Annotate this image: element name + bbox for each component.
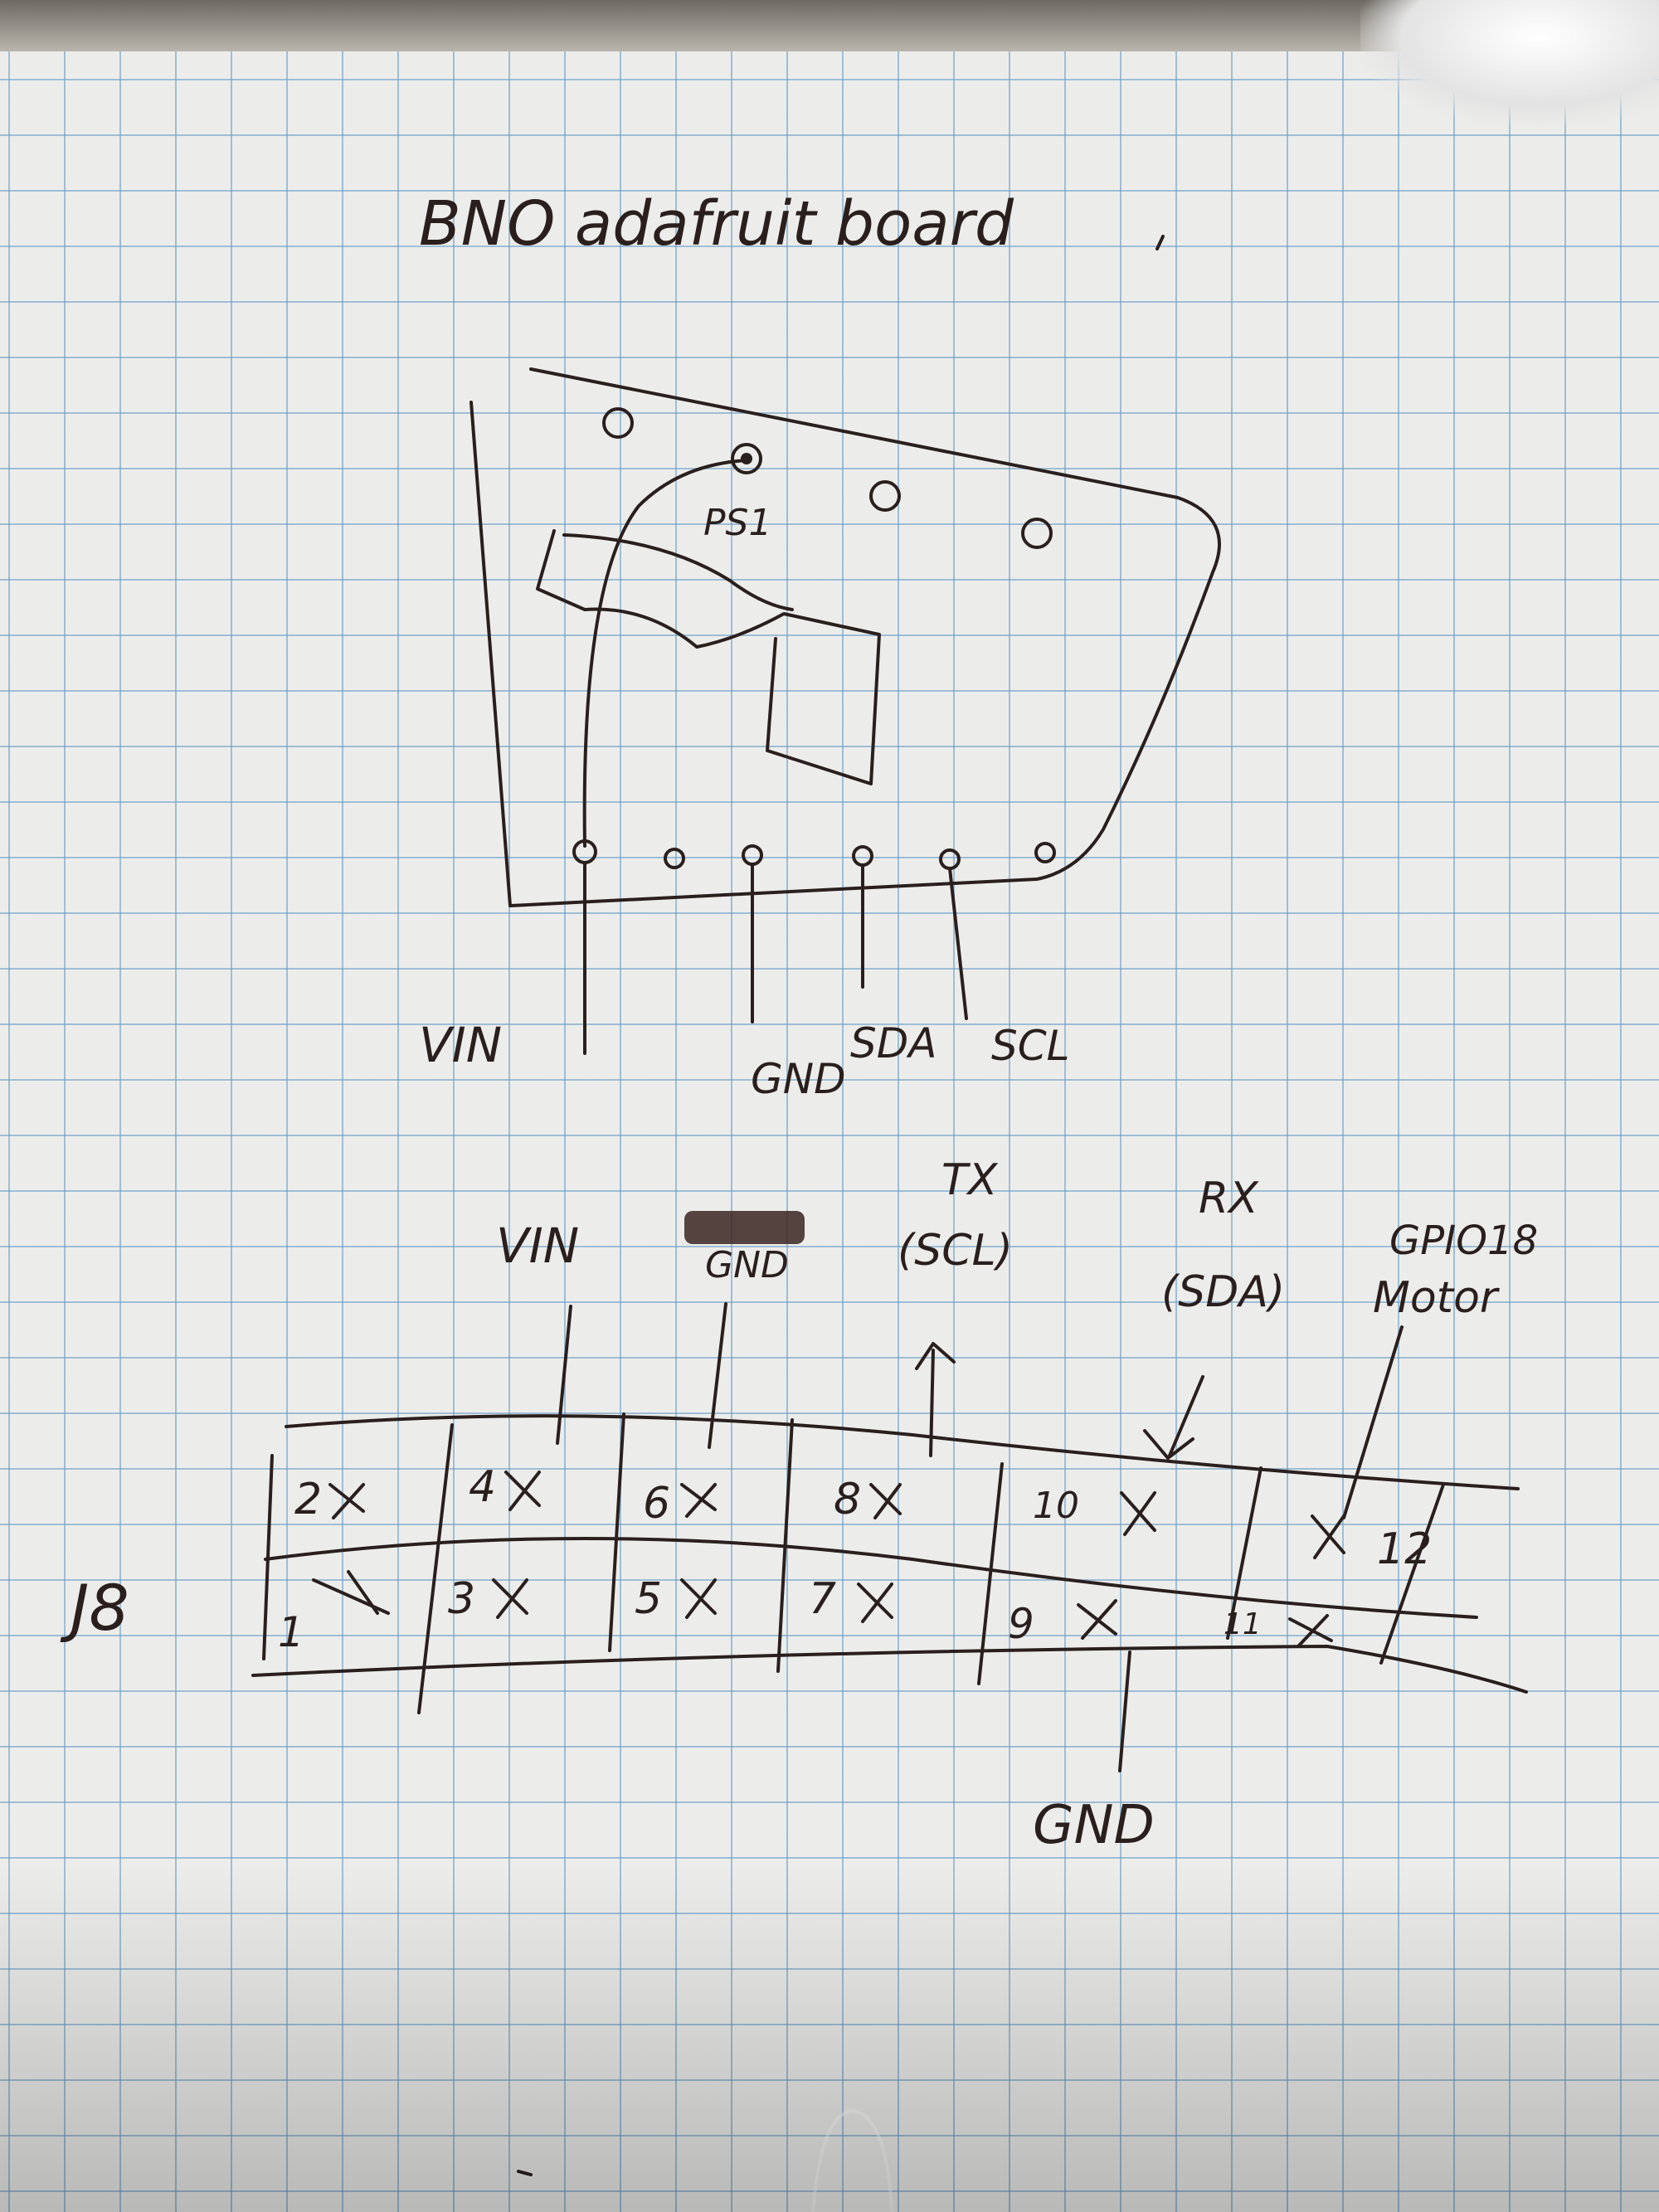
x-mark [857, 1582, 893, 1623]
board-sda-label: SDA [850, 1019, 937, 1067]
board-vin-label: VIN [419, 1017, 502, 1073]
header-divider [1226, 1466, 1262, 1640]
gpio-lead [1342, 1325, 1404, 1519]
bottom-gnd-lead [1118, 1650, 1131, 1772]
sketch-title: BNO adafruit board [419, 188, 1014, 260]
x-mark [1120, 1491, 1156, 1536]
header-divider [1379, 1483, 1445, 1665]
pin-number: 5 [635, 1574, 662, 1624]
header-divider [977, 1462, 1004, 1685]
stray-mark [1155, 235, 1165, 250]
board-outline [469, 367, 1221, 907]
board-pin [939, 848, 961, 870]
ps1-to-vin-trace [582, 459, 748, 848]
mounting-hole [602, 407, 634, 439]
header-sda-label: (SDA) [1161, 1267, 1285, 1317]
x-mark [312, 1570, 390, 1615]
bottom-gnd-label: GND [1033, 1795, 1155, 1856]
x-mark [680, 1483, 717, 1518]
x-mark [492, 1578, 528, 1619]
plastic-bag [1360, 0, 1659, 124]
photo-shadow [0, 1864, 1659, 2212]
scl-lead [948, 867, 968, 1020]
pin-number: 1 [278, 1608, 304, 1656]
ps1-via [731, 443, 762, 474]
board-gnd-label: GND [751, 1055, 846, 1103]
header-top-edge [285, 1414, 1520, 1490]
header-divider [262, 1454, 274, 1660]
header-tx-label: TX [941, 1155, 999, 1205]
j8-header [251, 1412, 1528, 1714]
header-motor-label: Motor [1373, 1273, 1501, 1323]
x-mark [328, 1483, 365, 1519]
x-mark [504, 1471, 541, 1511]
header-scl-label: (SCL) [898, 1226, 1013, 1276]
rx-arrow [1143, 1375, 1204, 1460]
ps1-label: PS1 [703, 502, 771, 544]
mounting-hole [1021, 518, 1053, 549]
header-middle-line [264, 1537, 1478, 1619]
board-pin-row [572, 839, 1056, 870]
board-scl-label: SCL [991, 1022, 1070, 1070]
header-divider [776, 1418, 794, 1673]
stray-mark [517, 2170, 533, 2176]
j8-label: J8 [60, 1571, 129, 1645]
header-vin-label: VIN [496, 1218, 579, 1274]
board-pin [742, 844, 763, 866]
x-mark [1311, 1514, 1345, 1559]
light-reflection [811, 2108, 893, 2212]
ps1-jumper-trace [562, 533, 794, 611]
x-mark [680, 1578, 717, 1619]
scribble-out [684, 1211, 805, 1244]
header-divider [608, 1412, 625, 1652]
pin-number: 9 [1008, 1600, 1034, 1648]
header-gnd-label: GND [705, 1244, 789, 1286]
pin-number: 12 [1377, 1524, 1432, 1574]
pin-number: 11 [1224, 1607, 1262, 1641]
gnd-header-lead [708, 1302, 727, 1449]
pin-x-marks [312, 1471, 1345, 1648]
mounting-hole [869, 480, 901, 512]
board-pin [852, 845, 873, 867]
header-bottom-edge [251, 1645, 1528, 1694]
x-mark [869, 1483, 902, 1519]
pin-number: 4 [469, 1462, 496, 1512]
pin-number: 7 [809, 1574, 836, 1624]
header-rx-label: RX [1199, 1174, 1259, 1223]
board-pin [1034, 842, 1056, 863]
header-divider [417, 1423, 454, 1714]
board-pin [664, 848, 685, 869]
pin-number: 8 [834, 1475, 861, 1524]
pin-number: 10 [1033, 1485, 1079, 1527]
vin-header-lead [556, 1305, 572, 1445]
pin-number: 2 [294, 1475, 322, 1524]
x-mark [1077, 1599, 1117, 1640]
ps1-jumper-trace [536, 529, 881, 785]
header-gpio-label: GPIO18 [1389, 1218, 1538, 1264]
pin-number: 6 [643, 1479, 670, 1529]
x-mark [1288, 1614, 1333, 1648]
pin-number: 3 [448, 1574, 475, 1624]
